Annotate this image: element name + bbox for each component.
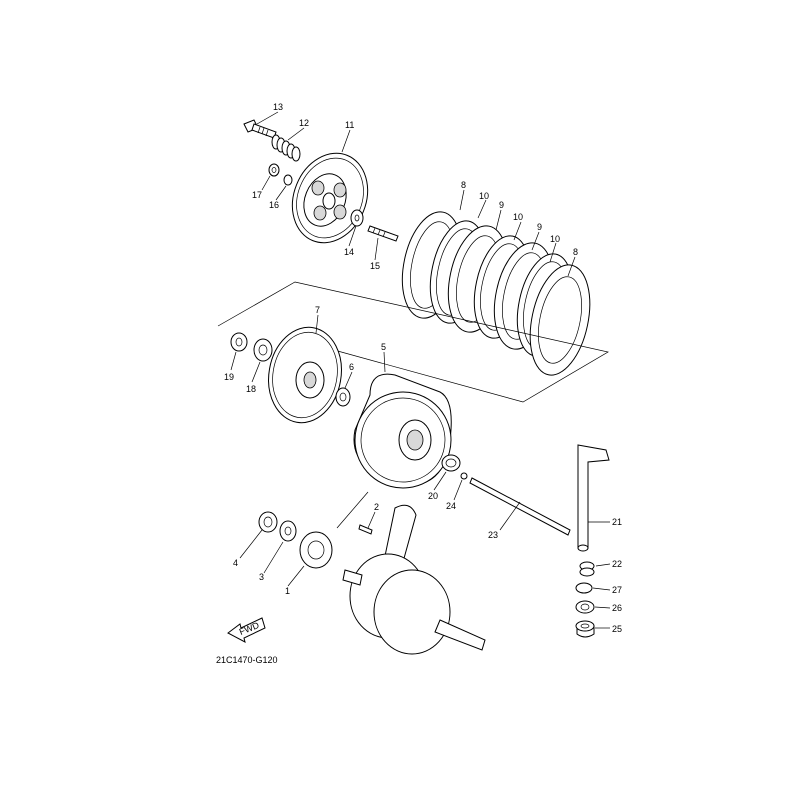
part-20-o-ring (441, 454, 461, 472)
part-2-key (358, 524, 373, 535)
part-17-nut (268, 163, 280, 177)
part-4-nut (258, 511, 278, 533)
part-11-pressure-plate (291, 152, 369, 244)
callout-16: 16 (269, 200, 279, 210)
callout-24: 24 (446, 501, 456, 511)
clutch-plate-stack (401, 211, 591, 376)
callout-27: 27 (612, 585, 622, 595)
part-23-push-rod-long (469, 477, 571, 536)
callout-20: 20 (428, 491, 438, 501)
part-24-ball (460, 472, 468, 480)
fwd-arrow: FWD (227, 617, 266, 643)
part-16-washer (283, 174, 293, 186)
callout-19: 19 (224, 372, 234, 382)
part-26-washer (575, 600, 595, 614)
callout-14: 14 (344, 247, 354, 257)
callout-25: 25 (612, 624, 622, 634)
callout-labels: 13 12 11 17 16 14 15 8 10 9 10 9 10 8 7 … (224, 102, 622, 634)
callout-18: 18 (246, 384, 256, 394)
part-15-push-rod (367, 225, 399, 242)
part-1-gear (299, 531, 333, 569)
callout-3: 3 (259, 572, 264, 582)
callout-8-a: 8 (461, 180, 466, 190)
callout-9-b: 9 (537, 222, 542, 232)
callout-10-a: 10 (479, 191, 489, 201)
part-21-push-lever (577, 444, 610, 552)
callout-5: 5 (381, 342, 386, 352)
callout-1: 1 (285, 586, 290, 596)
part-22-spring (579, 561, 595, 577)
callout-8-b: 8 (573, 247, 578, 257)
callout-6: 6 (349, 362, 354, 372)
callout-2: 2 (374, 502, 379, 512)
callout-13: 13 (273, 102, 283, 112)
callout-21: 21 (612, 517, 622, 527)
part-18-lock-washer (253, 338, 273, 362)
callout-12: 12 (299, 118, 309, 128)
assembly-boundary (217, 281, 609, 403)
part-3-washer (279, 520, 297, 542)
part-7-primary-gear (268, 326, 342, 424)
diagram-code: 21C1470-G120 (216, 655, 278, 665)
callout-23: 23 (488, 530, 498, 540)
callout-7: 7 (315, 305, 320, 315)
callout-22: 22 (612, 559, 622, 569)
part-14-washer (350, 209, 364, 227)
callout-4: 4 (233, 558, 238, 568)
callout-11: 11 (345, 120, 354, 130)
callout-10-b: 10 (513, 212, 523, 222)
part-5-clutch-housing (353, 373, 452, 489)
leader-lines (230, 111, 611, 629)
crankshaft (342, 504, 486, 655)
callout-26: 26 (612, 603, 622, 613)
callout-15: 15 (370, 261, 380, 271)
callout-10-c: 10 (550, 234, 560, 244)
callout-17: 17 (252, 190, 262, 200)
part-6-collar (335, 387, 351, 407)
part-27-circlip (575, 582, 593, 594)
part-19-nut (230, 332, 248, 352)
part-25-bushing (575, 620, 595, 638)
part-13-bolt (243, 119, 277, 139)
part-12-spring (271, 134, 301, 162)
callout-9-a: 9 (499, 200, 504, 210)
